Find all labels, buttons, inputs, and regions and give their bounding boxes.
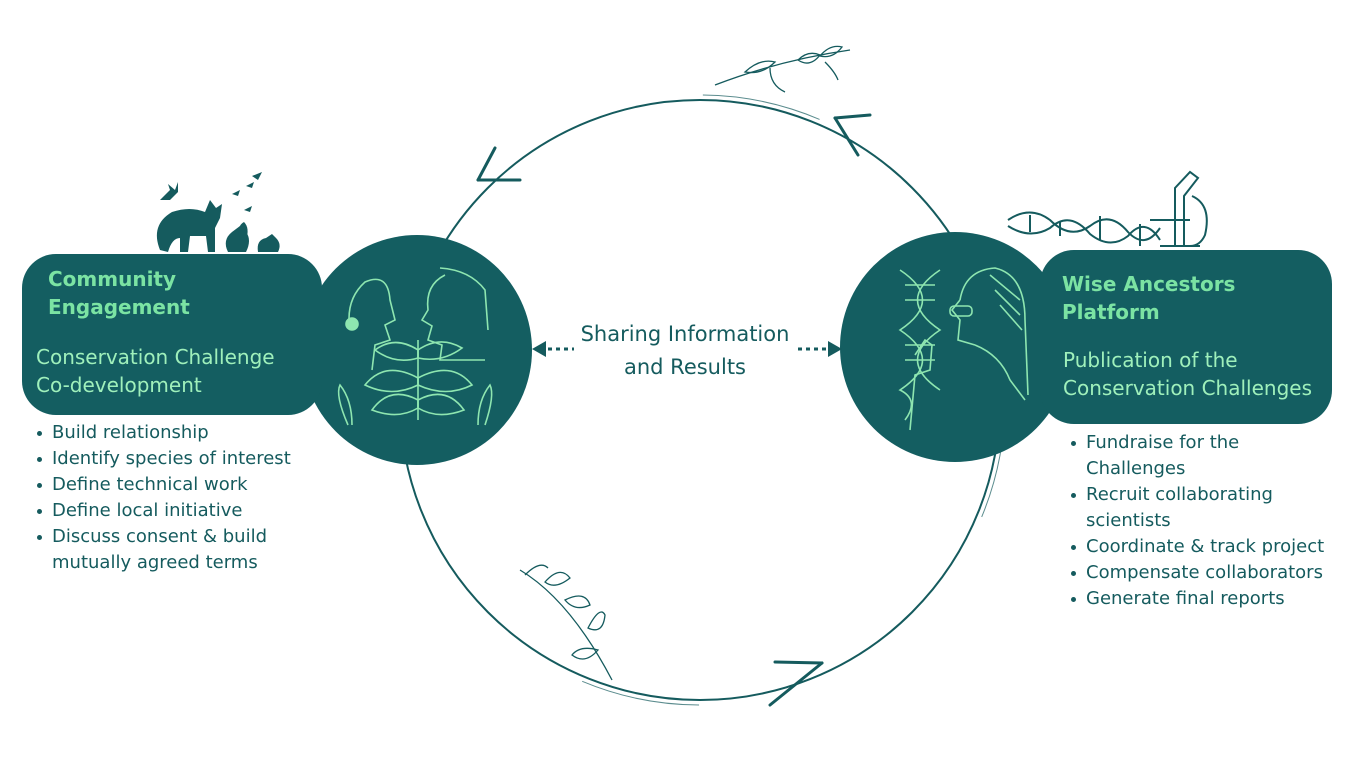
list-item: Discuss consent & build <box>34 524 291 550</box>
wise-ancestors-subtitle-line1: Publication of the <box>1063 346 1238 374</box>
sharing-label: Sharing Information and Results <box>570 318 800 384</box>
wise-ancestors-subtitle-line2: Conservation Challenges <box>1063 374 1312 402</box>
cycle-arrow-bottom-icon <box>770 662 822 705</box>
wise-ancestors-title-line2: Platform <box>1062 298 1160 326</box>
fox-squirrel-birds-icon <box>157 172 280 252</box>
dna-microscope-icon <box>1008 172 1207 246</box>
list-item: Define technical work <box>34 472 291 498</box>
arrowhead-right-icon <box>828 341 842 357</box>
wise-ancestors-bullet-list: Fundraise for the Challenges Recruit col… <box>1068 430 1324 612</box>
list-item-continuation: scientists <box>1068 508 1324 534</box>
list-item: Fundraise for the <box>1068 430 1324 456</box>
wise-ancestors-title-line1: Wise Ancestors <box>1062 270 1235 298</box>
community-engagement-bullet-list: Build relationship Identify species of i… <box>34 420 291 576</box>
community-engagement-title-line2: Engagement <box>48 293 190 321</box>
list-item: Generate final reports <box>1068 586 1324 612</box>
list-item: Define local initiative <box>34 498 291 524</box>
leaf-branch-top-icon <box>715 46 850 92</box>
list-item: Build relationship <box>34 420 291 446</box>
list-item: Recruit collaborating <box>1068 482 1324 508</box>
list-item: Identify species of interest <box>34 446 291 472</box>
leaf-branch-bottom-icon <box>520 565 612 680</box>
sharing-label-line1: Sharing Information <box>570 318 800 351</box>
list-item-continuation: mutually agreed terms <box>34 550 291 576</box>
list-item-continuation: Challenges <box>1068 456 1324 482</box>
community-engagement-subtitle-line1: Conservation Challenge <box>36 343 275 371</box>
community-engagement-subtitle-line2: Co-development <box>36 371 202 399</box>
list-item: Compensate collaborators <box>1068 560 1324 586</box>
sharing-label-line2: and Results <box>570 351 800 384</box>
platform-circle <box>840 232 1070 462</box>
arrowhead-left-icon <box>532 341 546 357</box>
community-engagement-title-line1: Community <box>48 265 176 293</box>
list-item: Coordinate & track project <box>1068 534 1324 560</box>
